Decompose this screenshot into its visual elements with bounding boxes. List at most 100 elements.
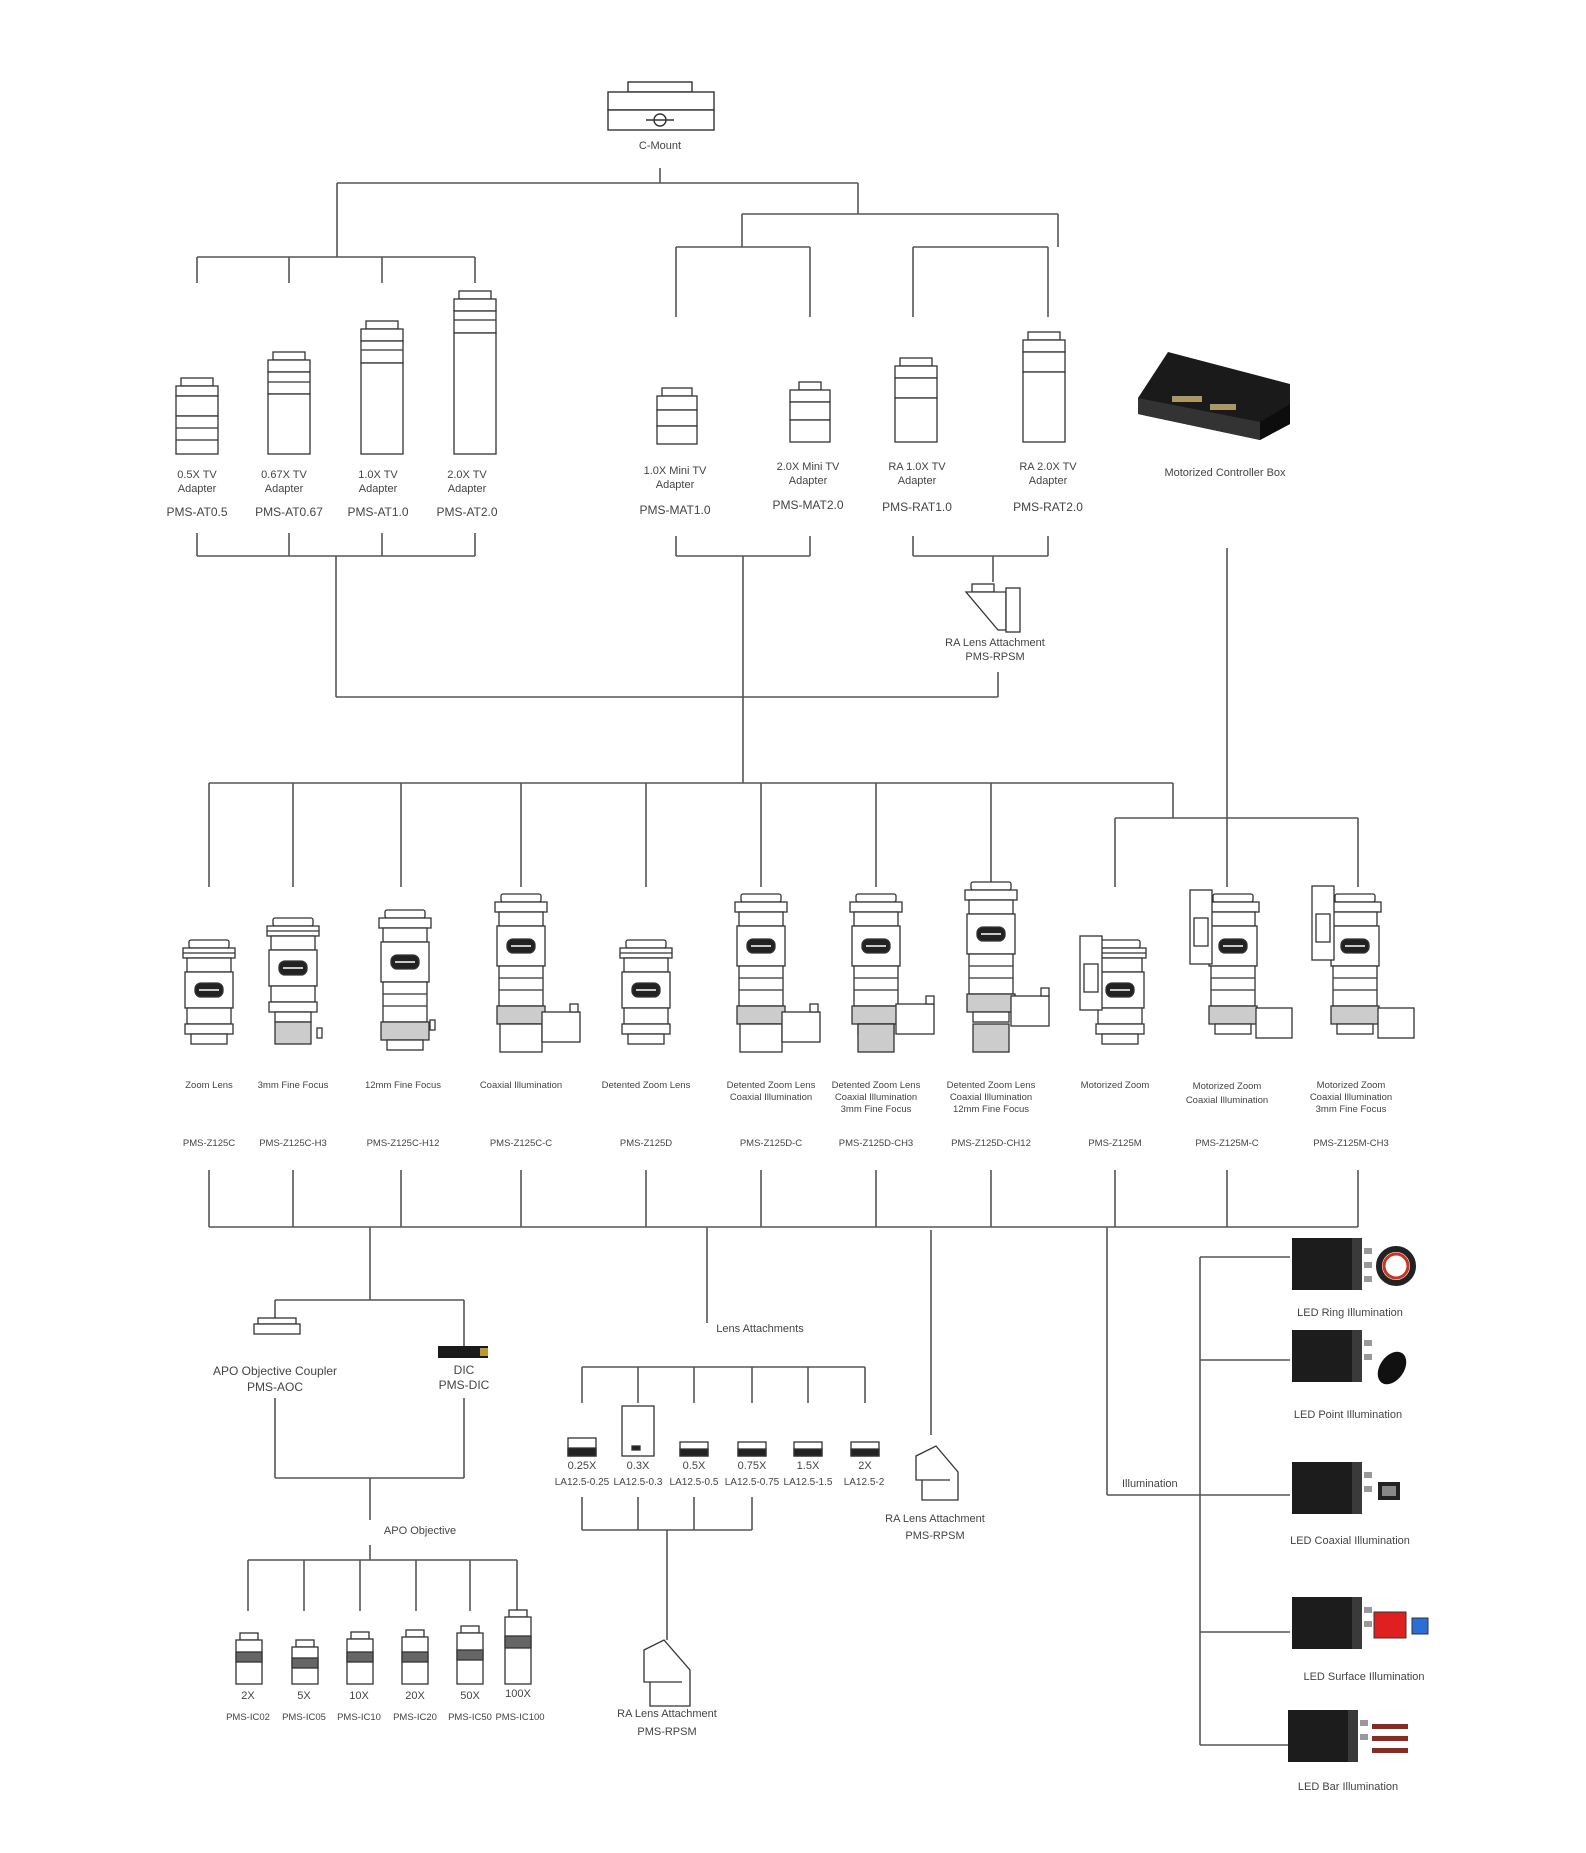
- objective-mag: 20X: [405, 1690, 425, 1702]
- ra-attachment-mid-name: RA Lens Attachment: [885, 1513, 985, 1525]
- led-coaxial-illumination-icon: [1292, 1462, 1400, 1514]
- objective-code: PMS-IC02: [226, 1712, 270, 1723]
- zoom-lens-code: PMS-Z125M-CH3: [1313, 1138, 1389, 1149]
- tv-adapter-code: PMS-AT0.67: [255, 505, 323, 519]
- objective-mag: 50X: [460, 1690, 480, 1702]
- tv-adapter-0.67x-icon: [267, 351, 311, 455]
- objective-100x-icon: [504, 1609, 532, 1685]
- zoom-lens-code: PMS-Z125D-CH3: [838, 1138, 914, 1149]
- lens-attachment-mag: 0.5X: [682, 1460, 706, 1472]
- tv-adapter-0.5x-icon: [175, 377, 219, 455]
- lens-attachment-0.5x-icon: [679, 1441, 709, 1457]
- objective-10x-icon: [346, 1631, 374, 1685]
- zoom-lens-code: PMS-Z125D: [619, 1138, 673, 1149]
- lens-attachment-0.25x-icon: [567, 1437, 597, 1457]
- ra-lens-attachment-mid-icon: [915, 1445, 959, 1501]
- zoom-lens-fine-focus-3mm-icon: [266, 917, 323, 1045]
- ra-adapter-code: PMS-RAT2.0: [1013, 500, 1083, 514]
- zoom-lens-name: Motorized Zoom Coaxial Illumination 3mm …: [1309, 1080, 1393, 1115]
- zoom-lens-name: Zoom Lens: [185, 1080, 233, 1091]
- tv-adapter-code: PMS-AT2.0: [436, 505, 498, 519]
- lens-attachment-code: LA12.5-1.5: [783, 1477, 833, 1488]
- led-bar-illumination-icon: [1288, 1710, 1408, 1762]
- dic-name: DIC: [453, 1363, 475, 1377]
- zoom-lens-name: Detented Zoom Lens Coaxial Illumination …: [831, 1080, 921, 1115]
- zoom-lens-name: 3mm Fine Focus: [257, 1080, 329, 1091]
- ra-adapter-name: RA 1.0X TV Adapter: [888, 461, 946, 487]
- detented-zoom-lens-coaxial-icon: [734, 893, 821, 1053]
- ra-tv-adapter-2.0x-icon: [1022, 331, 1066, 443]
- zoom-lens-code: PMS-Z125C-H12: [366, 1138, 440, 1149]
- objective-5x-icon: [291, 1639, 319, 1685]
- objective-code: PMS-IC10: [337, 1712, 381, 1723]
- ra-lens-attachment-bottom-icon: [643, 1639, 691, 1707]
- zoom-lens-code: PMS-Z125C-H3: [259, 1138, 327, 1149]
- zoom-lens-fine-focus-12mm-icon: [378, 909, 436, 1051]
- controller-box-label: Motorized Controller Box: [1164, 467, 1286, 479]
- led-illumination-name: LED Surface Illumination: [1303, 1671, 1425, 1683]
- zoom-lens-name: 12mm Fine Focus: [364, 1080, 442, 1091]
- tv-adapter-name: 2.0X TV Adapter: [447, 469, 487, 495]
- ra-attachment-bottom-name: RA Lens Attachment: [617, 1708, 717, 1720]
- mini-adapter-name: 1.0X Mini TV Adapter: [643, 465, 707, 491]
- c-mount-label: C-Mount: [638, 140, 682, 152]
- lens-attachment-0.3x-icon: [621, 1405, 655, 1457]
- ra-adapter-name: RA 2.0X TV Adapter: [1019, 461, 1077, 487]
- objective-2x-icon: [235, 1632, 263, 1685]
- zoom-lens-code: PMS-Z125C: [182, 1138, 236, 1149]
- tv-adapter-2.0x-icon: [453, 290, 497, 455]
- led-illumination-name: LED Bar Illumination: [1297, 1781, 1399, 1793]
- zoom-lens-code: PMS-Z125D-CH12: [951, 1138, 1031, 1149]
- objective-mag: 2X: [241, 1690, 255, 1702]
- motorized-zoom-icon: [1079, 935, 1147, 1045]
- tv-adapter-1.0x-icon: [360, 320, 404, 455]
- objective-code: PMS-IC20: [393, 1712, 437, 1723]
- zoom-lens-name: Detented Zoom Lens Coaxial Illumination: [726, 1080, 816, 1103]
- tv-adapter-code: PMS-AT0.5: [166, 505, 228, 519]
- mini-tv-adapter-1.0x-icon: [656, 387, 698, 445]
- objective-code: PMS-IC100: [495, 1712, 545, 1723]
- dic-code: PMS-DIC: [438, 1378, 490, 1392]
- lens-attachment-mag: 2X: [858, 1460, 872, 1472]
- lens-attachment-mag: 0.3X: [626, 1460, 650, 1472]
- objective-20x-icon: [401, 1629, 429, 1685]
- zoom-lens-name: Motorized Zoom: [1080, 1080, 1150, 1091]
- ra-tv-adapter-1.0x-icon: [894, 357, 938, 443]
- apo-objective-label: APO Objective: [383, 1525, 457, 1537]
- dic-icon: [438, 1346, 488, 1358]
- apo-objective-coupler-icon: [253, 1317, 301, 1335]
- lens-attachment-code: LA12.5-0.75: [724, 1477, 780, 1488]
- objective-mag: 5X: [297, 1690, 311, 1702]
- zoom-lens-coaxial-illumination-icon: [494, 893, 581, 1053]
- ra-attachment-mid-code: PMS-RPSM: [905, 1530, 965, 1542]
- lens-attachment-mag: 0.75X: [737, 1460, 767, 1472]
- led-illumination-name: LED Coaxial Illumination: [1290, 1535, 1410, 1547]
- mini-adapter-code: PMS-MAT2.0: [772, 498, 844, 512]
- ra-lens-attachment-top-icon: [964, 583, 1021, 633]
- zoom-lens-name: Detented Zoom Lens: [601, 1080, 691, 1091]
- motorized-zoom-coaxial-3mm-icon: [1311, 885, 1415, 1039]
- zoom-lens-code: PMS-Z125M-C: [1195, 1138, 1259, 1149]
- tv-adapter-code: PMS-AT1.0: [347, 505, 409, 519]
- ra-attachment-top-name: RA Lens Attachment: [945, 637, 1045, 649]
- led-ring-illumination-icon: [1292, 1238, 1416, 1290]
- tv-adapter-name: 0.5X TV Adapter: [177, 469, 217, 495]
- mini-tv-adapter-2.0x-icon: [789, 381, 831, 443]
- mini-adapter-name: 2.0X Mini TV Adapter: [776, 461, 840, 487]
- led-point-illumination-icon: [1292, 1330, 1407, 1385]
- objective-mag: 100X: [505, 1688, 531, 1700]
- led-illumination-name: LED Point Illumination: [1293, 1409, 1403, 1421]
- illumination-label: Illumination: [1122, 1478, 1178, 1490]
- lens-attachment-mag: 0.25X: [567, 1460, 597, 1472]
- objective-code: PMS-IC05: [282, 1712, 326, 1723]
- tv-adapter-name: 1.0X TV Adapter: [358, 469, 398, 495]
- zoom-lens-code: PMS-Z125M: [1088, 1138, 1142, 1149]
- zoom-lens-name: Detented Zoom Lens Coaxial Illumination …: [946, 1080, 1036, 1115]
- zoom-lens-code: PMS-Z125D-C: [739, 1138, 803, 1149]
- objective-code: PMS-IC50: [448, 1712, 492, 1723]
- motorized-controller-box-icon: [1138, 352, 1290, 440]
- objective-50x-icon: [456, 1625, 484, 1685]
- mini-adapter-code: PMS-MAT1.0: [639, 503, 711, 517]
- ra-attachment-bottom-code: PMS-RPSM: [637, 1726, 697, 1738]
